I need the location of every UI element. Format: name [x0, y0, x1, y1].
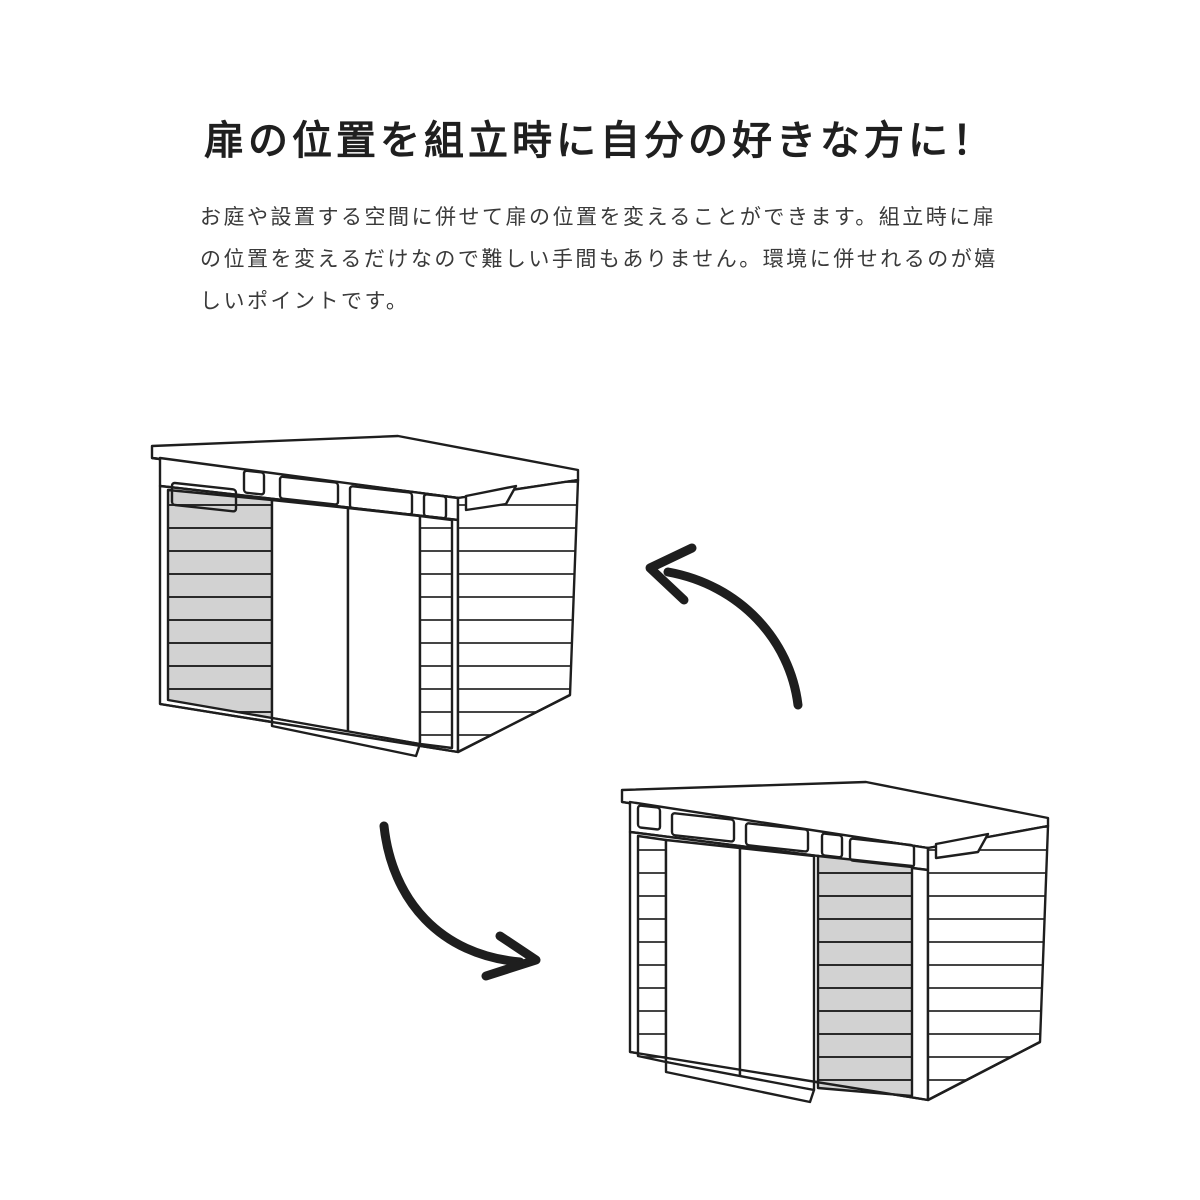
page-title: 扉の位置を組立時に自分の好きな方に！ — [204, 118, 996, 164]
curved-arrow-down-right-icon — [379, 821, 541, 981]
curved-arrow-up-left-icon — [645, 543, 803, 710]
description-text: お庭や設置する空間に併せて扉の位置を変えることができます。組立時に扉の位置を変え… — [200, 205, 998, 313]
top-shed — [150, 434, 580, 758]
bottom-shed — [620, 780, 1050, 1104]
